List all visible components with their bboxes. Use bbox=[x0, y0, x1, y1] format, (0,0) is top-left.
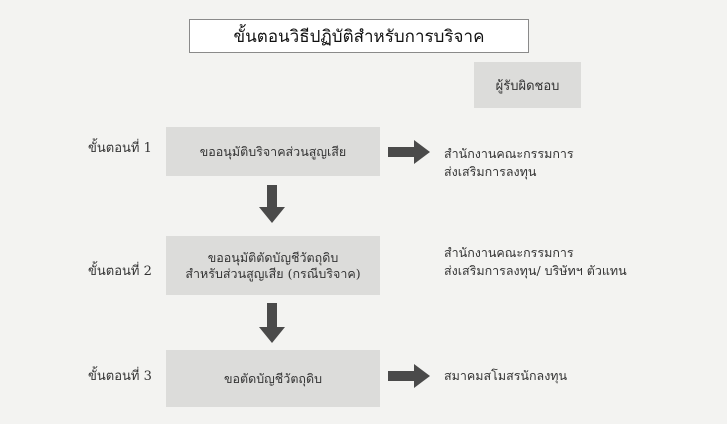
diagram-title: ขั้นตอนวิธีปฏิบัติสำหรับการบริจาค bbox=[189, 19, 529, 53]
step-3-box: ขอตัดบัญชีวัตถุดิบ bbox=[166, 350, 380, 407]
step-2-responsible-org: สำนักงานคณะกรรมการ ส่งเสริมการลงทุน/ บริ… bbox=[444, 244, 627, 280]
step-1-to-2-down-arrow bbox=[259, 185, 285, 223]
step-3-responsible-org: สมาคมสโมสรนักลงทุน bbox=[444, 367, 567, 385]
step-3-action-line-1: ขอตัดบัญชีวัตถุดิบ bbox=[223, 370, 323, 386]
step-2-org-line-2: ส่งเสริมการลงทุน/ บริษัทฯ ตัวแทน bbox=[444, 263, 627, 278]
responsible-header: ผู้รับผิดชอบ bbox=[474, 62, 581, 108]
step-3-right-arrow bbox=[388, 364, 430, 388]
step-2-action-line-1: ขออนุมัติตัดบัญชีวัตถุดิบ bbox=[207, 249, 339, 265]
step-3-org-line-1: สมาคมสโมสรนักลงทุน bbox=[444, 368, 568, 383]
step-2-org-line-1: สำนักงานคณะกรรมการ bbox=[444, 245, 574, 260]
step-1-label: ขั้นตอนที่ 1 bbox=[88, 141, 152, 156]
step-2-action-line-2: สำหรับส่วนสูญเสีย (กรณีบริจาค) bbox=[185, 265, 361, 281]
step-1-right-arrow bbox=[388, 140, 430, 164]
responsible-header-text: ผู้รับผิดชอบ bbox=[495, 78, 560, 94]
step-1-responsible-org: สำนักงานคณะกรรมการ ส่งเสริมการลงทุน bbox=[444, 145, 574, 181]
step-1-org-line-1: สำนักงานคณะกรรมการ bbox=[444, 146, 574, 161]
step-3-label: ขั้นตอนที่ 3 bbox=[88, 369, 152, 384]
step-2-label: ขั้นตอนที่ 2 bbox=[88, 264, 152, 279]
step-1-org-line-2: ส่งเสริมการลงทุน bbox=[444, 164, 537, 179]
diagram-title-text: ขั้นตอนวิธีปฏิบัติสำหรับการบริจาค bbox=[233, 26, 485, 47]
step-1-box: ขออนุมัติบริจาคส่วนสูญเสีย bbox=[166, 127, 380, 176]
step-1-action-line-1: ขออนุมัติบริจาคส่วนสูญเสีย bbox=[199, 143, 347, 159]
step-2-box: ขออนุมัติตัดบัญชีวัตถุดิบ สำหรับส่วนสูญเ… bbox=[166, 236, 380, 295]
step-2-to-3-down-arrow bbox=[259, 303, 285, 343]
